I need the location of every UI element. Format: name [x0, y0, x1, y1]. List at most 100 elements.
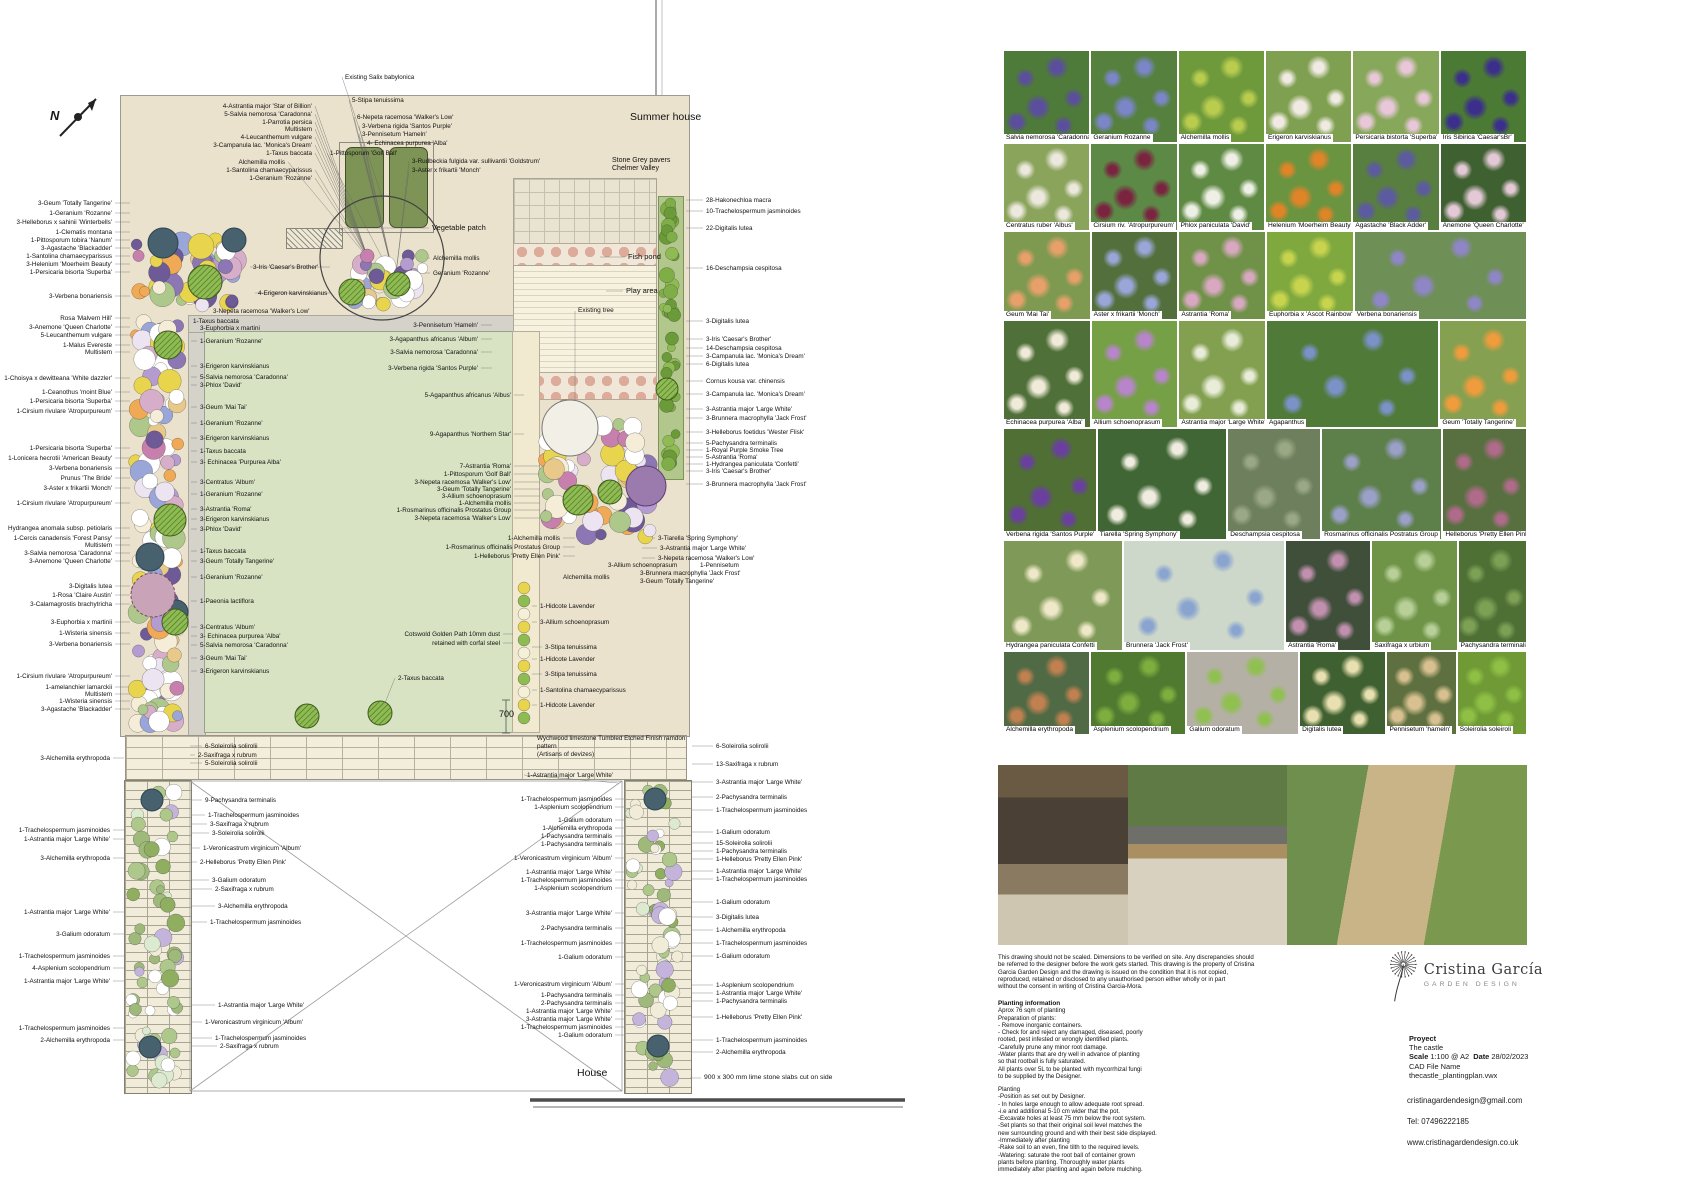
plan-label: 3-Geum 'Totally Tangerine' — [436, 485, 511, 493]
plan-label: 900 x 300 mm lime stone slabs cut on sid… — [704, 1074, 833, 1082]
telephone: Tel: 07496222185 — [1407, 1117, 1469, 1127]
plan-label: 1-Malus Evereste — [63, 341, 112, 349]
website: www.cristinagardendesign.co.uk — [1407, 1138, 1519, 1148]
plan-label: 1-Pachysandra terminalis — [540, 832, 612, 840]
plan-label: Multistem — [285, 125, 312, 133]
plan-label: 3-Allium schoenoprasum — [441, 492, 511, 500]
plant-photo: Erigeron karviskianus — [1264, 50, 1353, 143]
plan-label: 5-Salvia nemorosa 'Caradonna' — [200, 373, 288, 381]
plan-label: 1-Taxus baccata — [200, 447, 246, 455]
plan-label: 1-Trachelospermum jasminoides — [18, 1024, 110, 1032]
plan-label: 3-Aster x frikartii 'Monch' — [412, 166, 481, 174]
plant-photo-label: Asplenium scolopendrium — [1091, 726, 1171, 734]
photo-grid-row: Verbena rigida 'Santos Purple'Tiarella '… — [1003, 428, 1527, 540]
plan-label: 3-Calamagrostis brachytricha — [30, 600, 112, 608]
plan-label: 1-Alchemilla erythropoda — [542, 824, 612, 832]
plant-photo-label: Alchemilla erythropoda — [1004, 726, 1076, 734]
plant-photo: Rosmarinus officinalis Postratus Group — [1321, 428, 1443, 540]
plan-label: 3-Rudbeckia fulgida var. sullivantii 'Go… — [412, 157, 541, 165]
note-line: -i.e and additional 5-10 cm wider that t… — [998, 1107, 1120, 1115]
plan-label: 3-Nepeta racemosa 'Walker's Low' — [658, 554, 755, 562]
plan-label: 1-Astrantia major 'Large White' — [218, 1001, 305, 1009]
plan-label: Prunus 'The Bride' — [60, 474, 112, 482]
planter-herringbone-paving-photo — [1128, 765, 1287, 945]
plant-photo: Soleirolia soleiroli — [1456, 651, 1527, 735]
plant-photo-label: Rosmarinus officinalis Postratus Group — [1322, 531, 1440, 539]
plan-label: 10-Trachelospermum jasminoides — [706, 207, 801, 215]
plan-label: 1-Trachelospermum jasminoides — [208, 811, 300, 819]
note-line: - In holes large enough to allow adequat… — [998, 1100, 1145, 1108]
plant-photo: Deschampsia cespitosa — [1227, 428, 1322, 540]
plan-label: 1-Wisteria sinensis — [59, 697, 112, 705]
plant-photo-label: Aster x frikartii 'Monch' — [1091, 311, 1162, 319]
plant-photo: Persicaria bistorta 'Superba' — [1352, 50, 1440, 143]
plan-label: 3-Agapanthus africanus 'Album' — [389, 335, 478, 343]
plant-photo-label: Erigeron karviskianus — [1265, 134, 1334, 142]
plan-label: 3-Pennisetum 'Hameln' — [362, 130, 427, 138]
plan-label: 4-Leucanthemum vulgare — [240, 133, 312, 141]
note-line: so that rootball is fully saturated. — [998, 1058, 1086, 1066]
plant-photo-label: Anemone 'Queen Charlotte' — [1440, 222, 1526, 230]
plan-label: 3-Astrantia major 'Large White' — [706, 405, 793, 413]
plan-label: 1-Alchemilla mollis — [507, 534, 560, 542]
plan-label: 1-Geranium 'Rozanne' — [200, 419, 263, 427]
plan-label: 1-Santolina chamaecyparissus — [26, 252, 112, 260]
plant-photo: Saxifraga x urbium — [1371, 540, 1458, 651]
plan-label: 1-Cirsium rivulare 'Atropurpureum' — [16, 407, 113, 415]
plant-photo-label: Geum 'Mai Tai' — [1004, 311, 1052, 319]
plan-label: 3-Verbena bonariensis — [48, 464, 112, 472]
plan-label: 1-Galium odoratum — [558, 816, 612, 824]
cotswold-golden-path — [512, 331, 540, 733]
plan-label: 5-Astrantia 'Roma' — [706, 453, 758, 461]
note-line: rooted, pest infested or wrongly identif… — [998, 1036, 1129, 1044]
plan-label: 3-Tiarella 'Spring Symphony' — [658, 534, 738, 542]
plan-label: pattern — [537, 742, 557, 750]
plan-label: 1-Persicaria bisorta 'Superba' — [29, 397, 112, 405]
cad-file-label: CAD File Name — [1409, 1061, 1461, 1071]
plan-label: 3-Galium odoratum — [212, 876, 266, 884]
plan-label: 1-Geranium 'Rozanne' — [49, 209, 112, 217]
plant-photo-label: Astrantia 'Roma' — [1179, 311, 1232, 319]
plan-label: 3-Verbena bonariensis — [48, 640, 112, 648]
plan-label: 3-Allium schoenoprasum — [608, 561, 678, 569]
note-line: -Rake soil to an even, fine tilth to the… — [998, 1144, 1140, 1152]
plant-photo: Allium schoenoprasum — [1090, 320, 1179, 428]
plan-label: 1-Hydrangea paniculata 'Confetti' — [706, 460, 799, 468]
plan-label: 1-Clematis montana — [55, 228, 112, 236]
plant-photo: Alchemilla mollis — [1177, 50, 1265, 143]
plant-photo: Euphorbia x 'Ascot Rainbow' — [1266, 231, 1354, 320]
plan-label: 3-Stipa tenuissima — [545, 670, 597, 678]
plant-photo: Geum 'Totally Tangerine' — [1439, 320, 1528, 428]
plan-label: 3-Pennisetum 'Hameln' — [413, 321, 478, 329]
plan-label: 4-Erigeron karvinskianus — [258, 289, 328, 297]
plant-photo-label: Echinacea purpurea 'Alba' — [1004, 419, 1085, 427]
plan-label: Alchemilla mollis — [563, 573, 610, 581]
plan-label: 6-Digitalis lutea — [706, 360, 750, 368]
note-line: -Water plants that are dry well in advan… — [998, 1051, 1140, 1059]
plan-label: 1-Trachelospermum jasminoides — [520, 795, 612, 803]
plan-label: 22-Digitalis lutea — [706, 224, 753, 232]
plan-label: 1-Galium odoratum — [558, 1031, 612, 1039]
plant-photo: Centratus ruber 'Albus' — [1003, 143, 1091, 231]
note-line: - Check for and reject any damaged, dise… — [998, 1029, 1143, 1037]
plan-label: 5-Pachysandra terminalis — [706, 439, 778, 447]
plan-label: 700 — [499, 709, 515, 720]
north-label: N — [50, 108, 60, 123]
plan-label: 1-Galium odoratum — [558, 953, 612, 961]
plan-label: 1-Pennisetum — [700, 561, 739, 569]
plan-label: 1-Santolina chamaecyparissus — [540, 686, 626, 694]
note-line: - Remove inorganic containers. — [998, 1021, 1083, 1029]
hard-landscaping-photos — [998, 765, 1527, 945]
plan-label: 1-Galium odoratum — [716, 898, 770, 906]
plan-label: Play area — [626, 285, 658, 295]
plan-label: 1-Alchemilla mollis — [458, 499, 511, 507]
plan-label: 3-Soleirolia solirolii — [212, 829, 265, 837]
plan-label: 1-Pachysandra terminalis — [716, 997, 788, 1005]
plan-label: 1-Veronicastrum virginicum 'Album' — [203, 844, 301, 852]
plan-label: 3-Astrantia major 'Large White' — [525, 1015, 612, 1023]
plan-label: Existing tree — [578, 307, 614, 315]
plan-label: 1-Trachelospermum jasminoides — [18, 826, 110, 834]
plant-photo-label: Persicaria bistorta 'Superba' — [1353, 134, 1439, 142]
plan-label: 15-Soleirolia solirolii — [716, 839, 772, 847]
